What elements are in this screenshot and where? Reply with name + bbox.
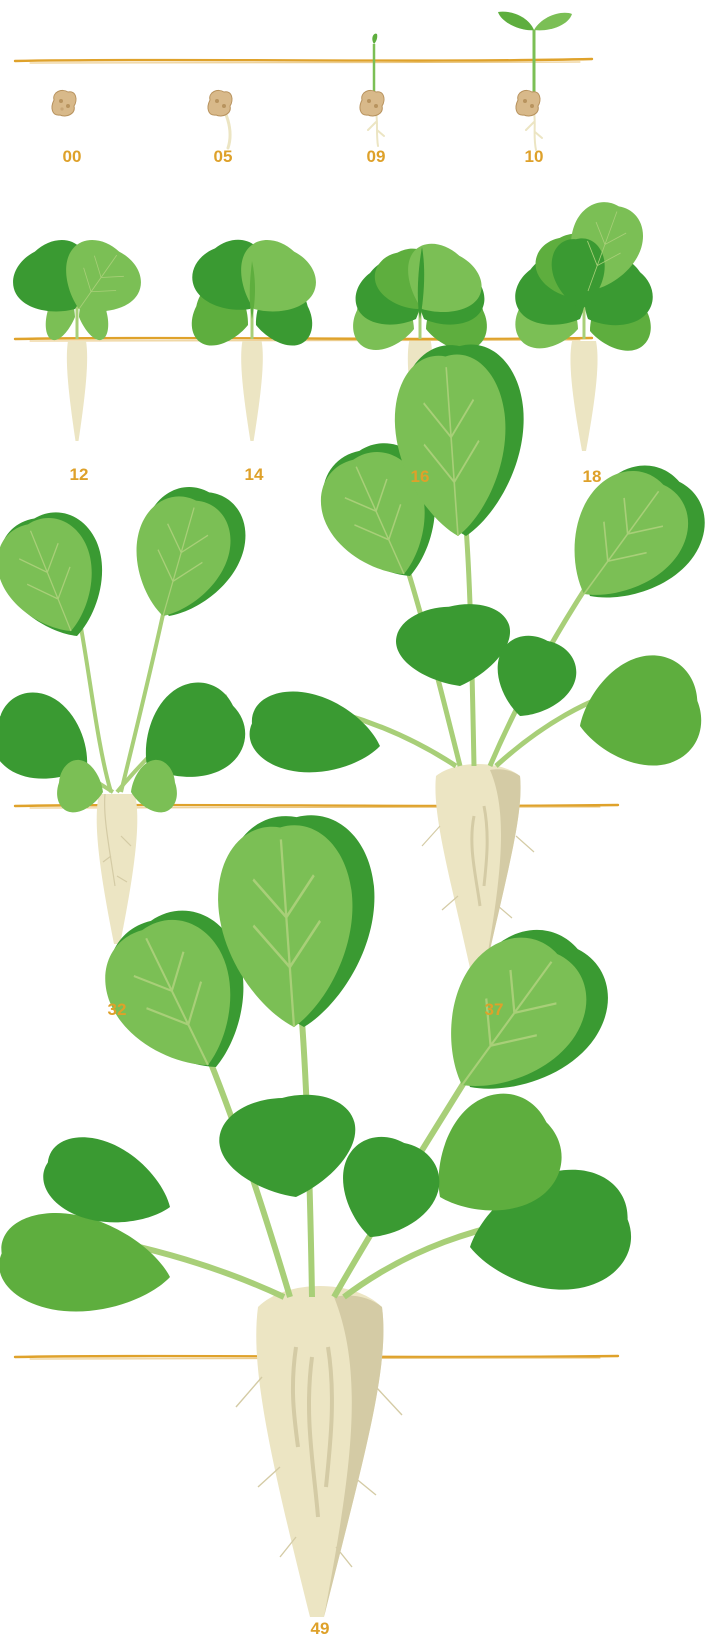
seed-icon bbox=[52, 90, 76, 116]
stage-label-05: 05 bbox=[214, 147, 233, 166]
stage-label-16: 16 bbox=[411, 467, 430, 486]
soil-line-row1-shadow bbox=[30, 62, 580, 63]
stage-label-12: 12 bbox=[70, 465, 89, 484]
emerging-shoot-icon bbox=[360, 34, 384, 146]
four-leaf-plant-icon bbox=[182, 228, 327, 441]
soil-line-row1 bbox=[15, 59, 592, 61]
stage-label-10: 10 bbox=[525, 147, 544, 166]
cotyledon-seedling-icon bbox=[498, 12, 572, 150]
eight-leaf-plant-icon bbox=[504, 194, 664, 451]
stage-label-49: 49 bbox=[311, 1619, 330, 1638]
stage-label-00: 00 bbox=[63, 147, 82, 166]
stage-label-32: 32 bbox=[108, 1000, 127, 1019]
stage-label-14: 14 bbox=[245, 465, 264, 484]
two-leaf-plant-icon bbox=[2, 228, 152, 441]
germinating-seed-icon bbox=[208, 90, 232, 148]
stage-label-37: 37 bbox=[485, 1000, 504, 1019]
stage-label-18: 18 bbox=[583, 467, 602, 486]
stage-label-09: 09 bbox=[367, 147, 386, 166]
mature-sugar-beet-icon bbox=[0, 813, 639, 1617]
